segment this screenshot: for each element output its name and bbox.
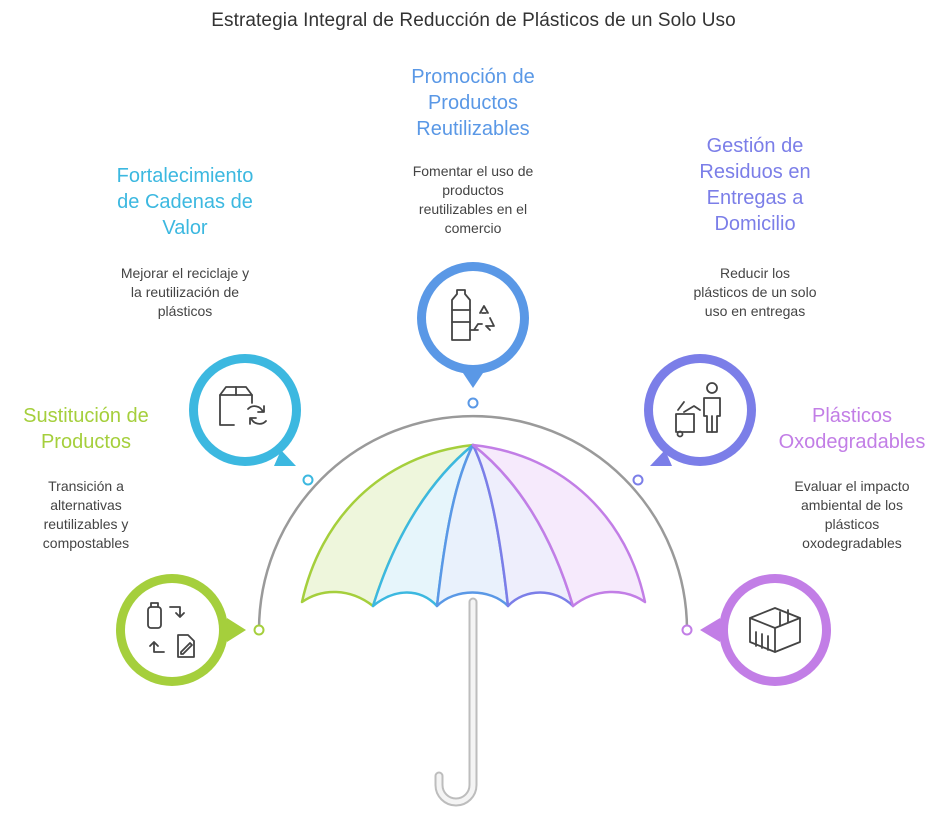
heading-line: Productos [427, 92, 519, 114]
person-trash-icon [675, 382, 721, 438]
description-line: Transición a [48, 478, 124, 494]
description-item-5: Evaluar el impacto ambiental de los plás… [757, 477, 947, 553]
heading-line: Promoción de [411, 66, 535, 88]
box-recycle-icon [219, 386, 267, 426]
description-line: plásticos de un solo [693, 284, 817, 300]
heading-line: Plásticos [811, 405, 893, 427]
description-item-2: Mejorar el reciclaje y la reutilización … [85, 264, 285, 321]
icon-bubble-item-4 [644, 354, 756, 466]
connector-arc [257, 414, 689, 631]
description-line: plásticos [157, 303, 213, 319]
swap-bottle-document-icon [147, 602, 195, 658]
description-line: plásticos [824, 516, 880, 532]
heading-line: Residuos en [699, 161, 811, 183]
umbrella-handle [434, 597, 478, 807]
description-item-3: Fomentar el uso de productos reutilizabl… [373, 162, 573, 238]
heading-line: Entregas a [706, 187, 804, 209]
description-line: Fomentar el uso de [412, 163, 534, 179]
description-line: Mejorar el reciclaje y [120, 265, 250, 281]
heading-item-5: Plásticos Oxodegradables [757, 403, 947, 455]
description-item-1: Transición a alternativas reutilizables … [0, 477, 172, 553]
description-line: comercio [444, 220, 502, 236]
heading-item-1: Sustitución de Productos [0, 403, 172, 455]
heading-line: Fortalecimiento [116, 165, 254, 187]
description-item-4: Reducir los plásticos de un solo uso en … [655, 264, 855, 321]
description-line: reutilizables y [43, 516, 129, 532]
heading-line: de Cadenas de [117, 191, 253, 213]
description-line: compostables [42, 535, 130, 551]
umbrella-canopy [300, 443, 647, 608]
icon-bubble-item-1 [116, 574, 246, 686]
heading-item-2: Fortalecimiento de Cadenas de Valor [85, 163, 285, 241]
description-line: Reducir los [719, 265, 791, 281]
description-line: la reutilización de [130, 284, 240, 300]
heading-line: Domicilio [714, 213, 796, 235]
cube-icon [749, 607, 801, 653]
heading-item-3: Promoción de Productos Reutilizables [373, 64, 573, 142]
heading-line: Reutilizables [416, 118, 530, 140]
icon-bubble-item-2 [189, 354, 301, 466]
heading-line: Productos [40, 431, 132, 453]
page-title: Estrategia Integral de Reducción de Plás… [211, 10, 736, 31]
icon-bubble-item-5 [700, 574, 831, 686]
description-line: alternativas [50, 497, 122, 513]
description-line: ambiental de los [801, 497, 903, 513]
heading-line: Oxodegradables [778, 431, 926, 453]
description-line: reutilizables en el [418, 201, 528, 217]
description-line: Evaluar el impacto [794, 478, 910, 494]
description-line: productos [442, 182, 504, 198]
heading-line: Valor [162, 217, 208, 239]
heading-line: Gestión de [706, 135, 804, 157]
description-line: uso en entregas [704, 303, 806, 319]
icon-bubble-item-3 [417, 262, 529, 388]
heading-line: Sustitución de [23, 405, 149, 427]
description-line: oxodegradables [802, 535, 902, 551]
heading-item-4: Gestión de Residuos en Entregas a Domici… [655, 133, 855, 237]
bottle-recycle-icon [451, 289, 495, 341]
